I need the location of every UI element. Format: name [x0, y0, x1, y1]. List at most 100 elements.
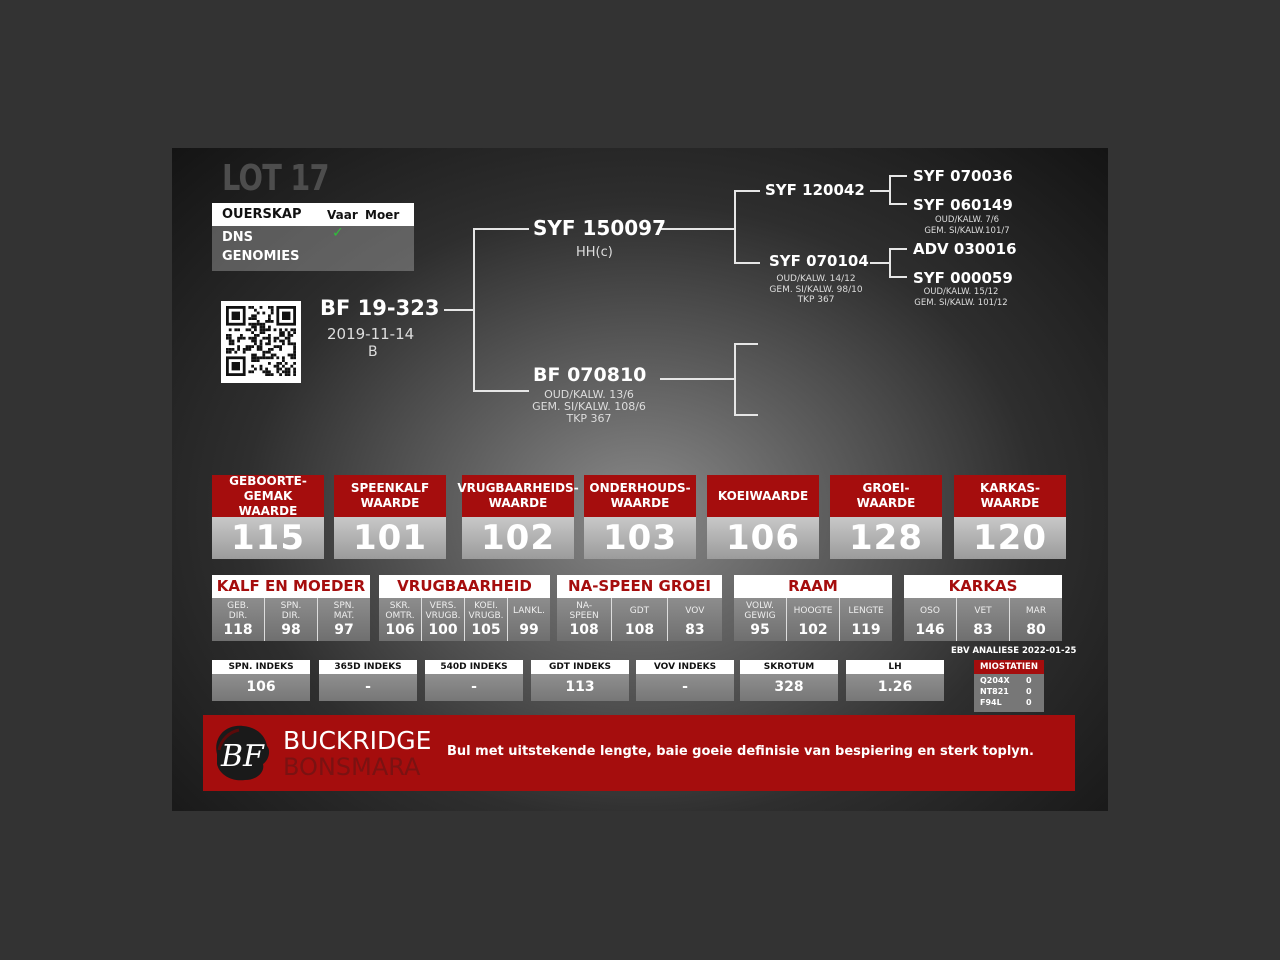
index-box: VOV INDEKS -	[636, 660, 734, 701]
group-title: NA-SPEEN GROEI	[557, 575, 722, 598]
group-item-label: KOEI.VRUGB.	[468, 601, 504, 621]
ebv-analysis-date: EBV ANALIESE 2022-01-25	[951, 646, 1077, 656]
group-item-value: 97	[334, 622, 354, 638]
index-label: LH	[846, 660, 944, 674]
bull-grade: B	[368, 344, 378, 360]
group-item-label: SPN.DIR.	[280, 601, 302, 621]
ebv-value: 106	[707, 517, 819, 559]
ss-sire-name: SYF 070036	[913, 167, 1013, 185]
group-item-value: 108	[569, 622, 599, 638]
index-label: VOV INDEKS	[636, 660, 734, 674]
parentage-body: DNS GENOMIES ✓	[212, 225, 414, 271]
group-item-label: VOLW.GEWIG	[744, 601, 776, 621]
dam-detail-line: OUD/KALW. 13/6	[544, 388, 634, 401]
group-item: GEB.DIR.118	[212, 598, 264, 641]
pedigree-line	[870, 262, 890, 264]
index-box: 365D INDEKS -	[319, 660, 417, 701]
pedigree-line	[734, 414, 758, 416]
brand-name-top: BUCKRIDGE	[283, 726, 432, 755]
group-item-value: 146	[915, 622, 945, 638]
ebv-value: 120	[954, 517, 1066, 559]
ss-dam-detail-line: OUD/KALW. 7/6	[934, 215, 1000, 225]
dam-detail-line: GEM. SI/KALW. 108/6	[532, 400, 646, 413]
miostatien-value: 0	[1026, 676, 1032, 685]
ebv-value: 115	[212, 517, 324, 559]
dam-detail-line: TKP 367	[566, 412, 612, 425]
ebv-box: ONDERHOUDS-WAARDE 103	[584, 475, 696, 561]
group-item-label: VERS.VRUGB.	[425, 601, 461, 621]
index-value: 106	[212, 674, 310, 701]
dam-details: OUD/KALW. 13/6 GEM. SI/KALW. 108/6 TKP 3…	[524, 389, 654, 425]
group-item-value: 98	[281, 622, 301, 638]
sd-dam-detail-line: GEM. SI/KALW. 101/12	[914, 297, 1008, 308]
group-title: VRUGBAARHEID	[379, 575, 550, 598]
group-item-value: 118	[223, 622, 253, 638]
group-body: SKR.OMTR.106 VERS.VRUGB.100 KOEI.VRUGB.1…	[379, 598, 550, 641]
sire-name: SYF 150097	[533, 216, 667, 240]
pedigree-line	[889, 175, 891, 205]
ebv-value: 103	[584, 517, 696, 559]
pedigree-line	[473, 228, 529, 230]
parentage-box: OUERSKAP Vaar Moer DNS GENOMIES ✓	[212, 203, 414, 271]
pedigree-line	[889, 175, 907, 177]
pedigree-line	[473, 390, 529, 392]
lot-number: LOT 17	[222, 158, 330, 199]
ebv-box: GEBOORTE-GEMAK WAARDE 115	[212, 474, 324, 561]
group-item-label: NA-SPEEN	[569, 601, 599, 621]
pedigree-line	[734, 343, 736, 416]
group-item-value: 119	[851, 622, 881, 638]
lot-card: LOT 17 OUERSKAP Vaar Moer DNS GENOMIES ✓…	[172, 148, 1108, 811]
ebv-label: VRUGBAARHEIDS-WAARDE	[457, 475, 579, 517]
pedigree-line	[473, 228, 475, 392]
pedigree-line	[889, 203, 907, 205]
group-item-label: GEB.DIR.	[227, 601, 249, 621]
group-item: SKR.OMTR.106	[379, 598, 421, 641]
ebv-value: 101	[334, 517, 446, 559]
ss-dam-name: SYF 060149	[913, 196, 1013, 214]
sire-sire-name: SYF 120042	[765, 181, 865, 199]
parentage-header: OUERSKAP Vaar Moer	[212, 203, 414, 226]
sire-dam-name: SYF 070104	[769, 252, 869, 270]
bull-id: BF 19-323	[320, 296, 440, 320]
ebv-value: 128	[830, 517, 942, 559]
group-item-value: 102	[798, 622, 828, 638]
ebv-value: 102	[462, 517, 574, 559]
qr-code[interactable]	[221, 301, 301, 383]
index-value: 1.26	[846, 674, 944, 701]
group-item-value: 99	[519, 622, 539, 638]
miostatien-value: 0	[1026, 687, 1032, 696]
sd-dam-details: OUD/KALW. 15/12 GEM. SI/KALW. 101/12	[905, 287, 1017, 308]
group-item: LANKL.99	[507, 598, 550, 641]
qr-code-image	[226, 306, 296, 376]
pedigree-line	[889, 248, 907, 250]
sd-sire-name: ADV 030016	[913, 240, 1017, 258]
pedigree-line	[734, 262, 760, 264]
ebv-label: KARKAS-WAARDE	[954, 475, 1066, 517]
sire-dam-detail-line: OUD/KALW. 14/12	[776, 274, 856, 284]
pedigree-line	[870, 190, 890, 192]
index-label: 540D INDEKS	[425, 660, 523, 674]
group-item: VERS.VRUGB.100	[421, 598, 464, 641]
pedigree-line	[660, 378, 736, 380]
pedigree-line	[734, 190, 736, 264]
miostatien-title: MIOSTATIEN	[974, 660, 1044, 674]
group-item-value: 105	[471, 622, 501, 638]
index-box: SKROTUM 328	[740, 660, 838, 701]
index-box: SPN. INDEKS 106	[212, 660, 310, 701]
index-box: GDT INDEKS 113	[531, 660, 629, 701]
brand-name-bottom: BONSMARA	[283, 753, 421, 781]
index-value: -	[636, 674, 734, 701]
ebv-label: ONDERHOUDS-WAARDE	[584, 475, 696, 517]
sire-dam-detail-line: GEM. SI/KALW. 98/10	[769, 284, 863, 295]
